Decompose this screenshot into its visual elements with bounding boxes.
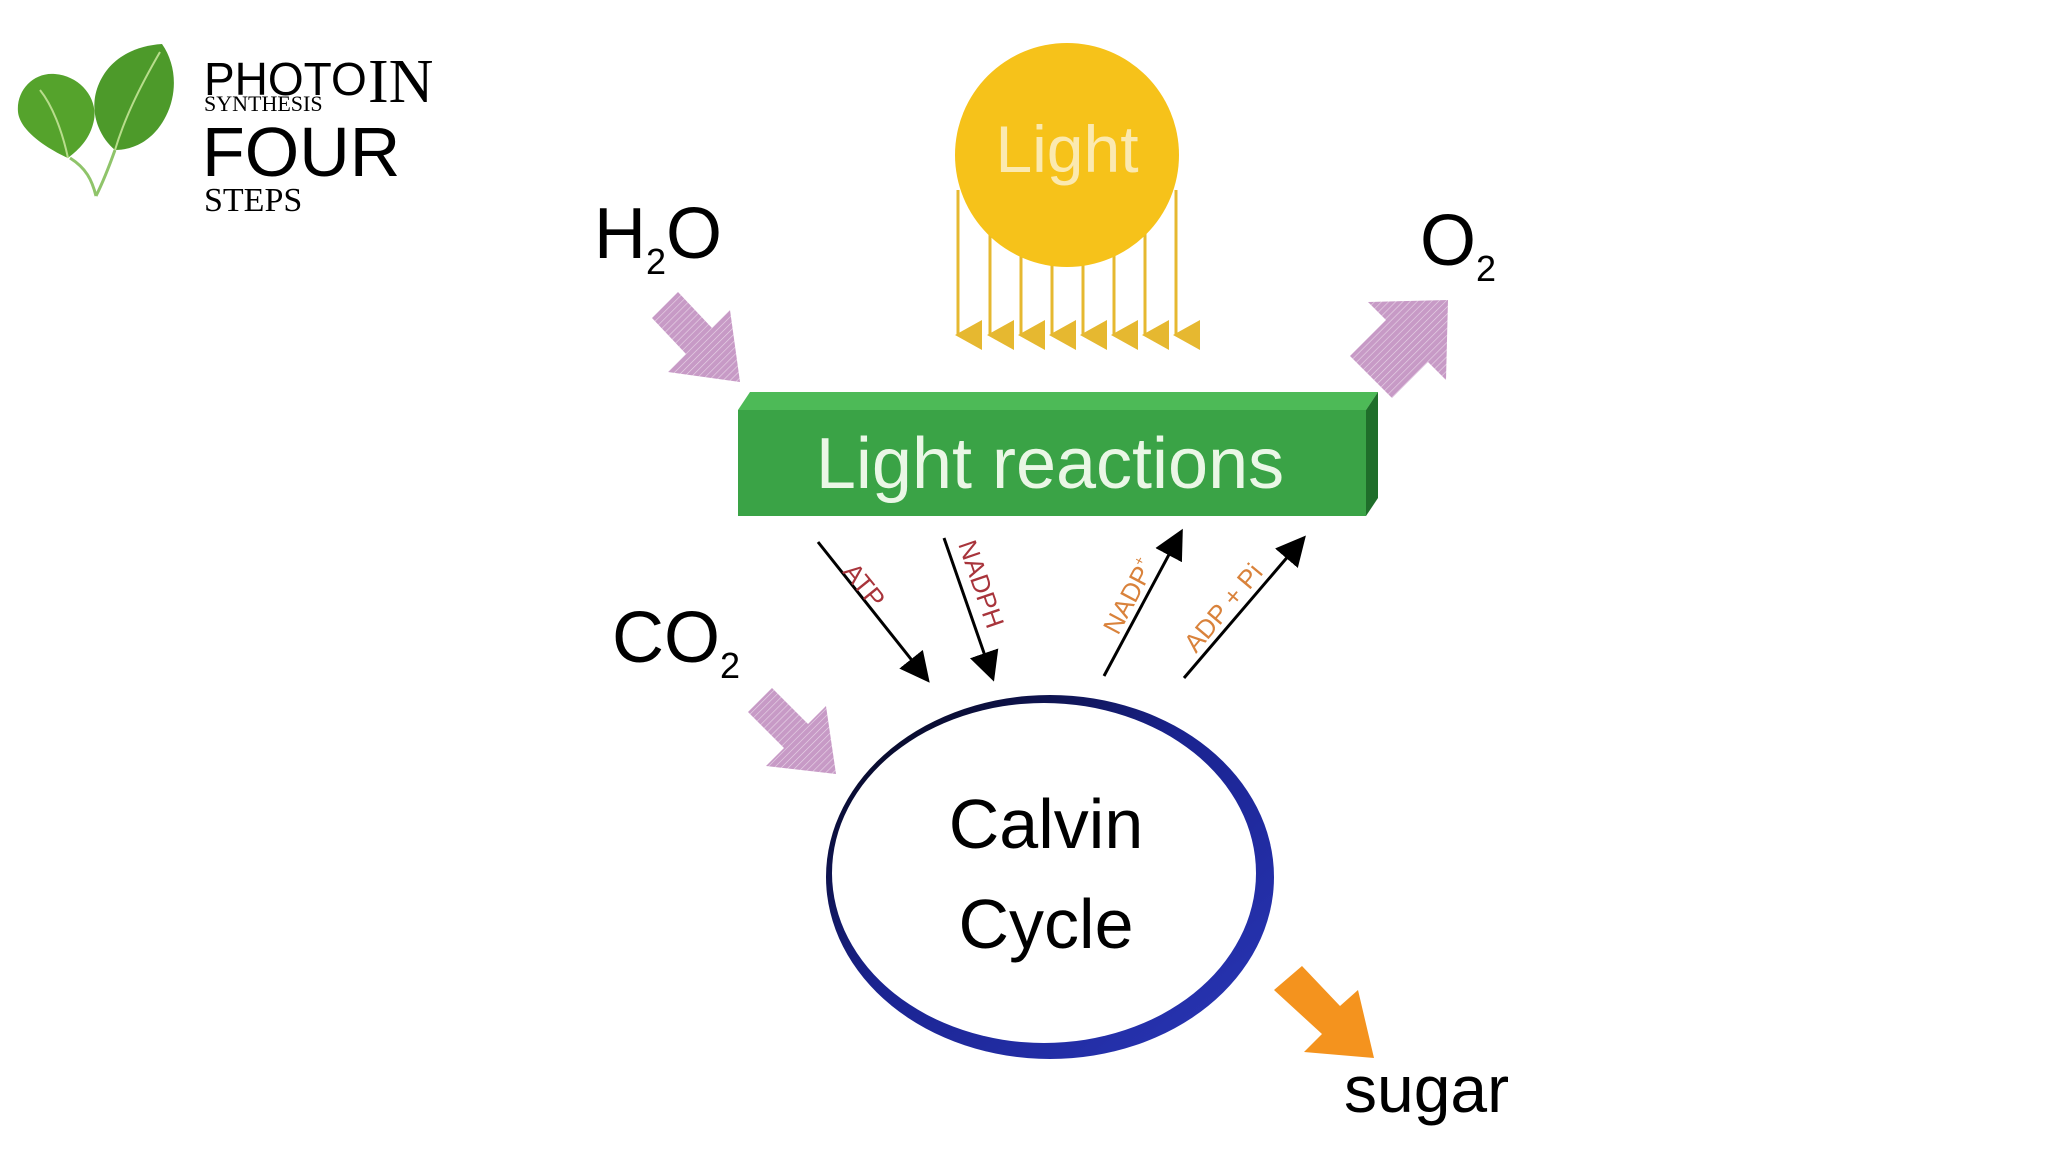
sun: Light (955, 43, 1200, 350)
logo-photo: PHOTO (204, 53, 367, 105)
nadp-label: NADP+ (1096, 553, 1161, 639)
co2-label: CO2 (612, 598, 740, 686)
oxygen-output: O2 (1350, 201, 1496, 398)
logo: PHOTO SYNTHESIS IN FOUR STEPS (17, 44, 433, 219)
light-label: Light (995, 112, 1138, 186)
sugar-output: sugar (1274, 966, 1509, 1126)
logo-synthesis: SYNTHESIS (204, 91, 323, 116)
oxygen-arrow (1350, 300, 1448, 398)
water-input: H2O (594, 194, 740, 382)
logo-steps: STEPS (204, 182, 302, 219)
logo-in: IN (368, 48, 433, 116)
calvin-line1: Calvin (949, 785, 1144, 863)
water-label: H2O (594, 194, 722, 282)
adp-pi-label: ADP + Pi (1178, 558, 1269, 658)
adp-pi-arrow (1182, 535, 1306, 679)
light-reactions-box: Light reactions (738, 392, 1378, 516)
oxygen-label: O2 (1420, 201, 1496, 289)
atp-arrow (816, 541, 930, 683)
sugar-arrow (1274, 966, 1374, 1058)
logo-four: FOUR (202, 113, 400, 191)
light-reactions-label: Light reactions (816, 424, 1284, 504)
leaves-icon (17, 44, 174, 197)
calvin-line2: Cycle (958, 885, 1133, 963)
transfer-arrows: ATP NADPH NADP+ ADP + Pi (816, 528, 1306, 683)
sugar-label: sugar (1344, 1052, 1509, 1126)
nadph-arrow (942, 537, 999, 682)
co2-input: CO2 (612, 598, 836, 774)
sun-disc (955, 43, 1179, 267)
water-arrow (652, 292, 740, 382)
nadp-arrow (1102, 528, 1183, 677)
calvin-cycle: Calvin Cycle (826, 695, 1274, 1059)
co2-arrow (748, 688, 836, 774)
atp-label: ATP (837, 557, 891, 614)
